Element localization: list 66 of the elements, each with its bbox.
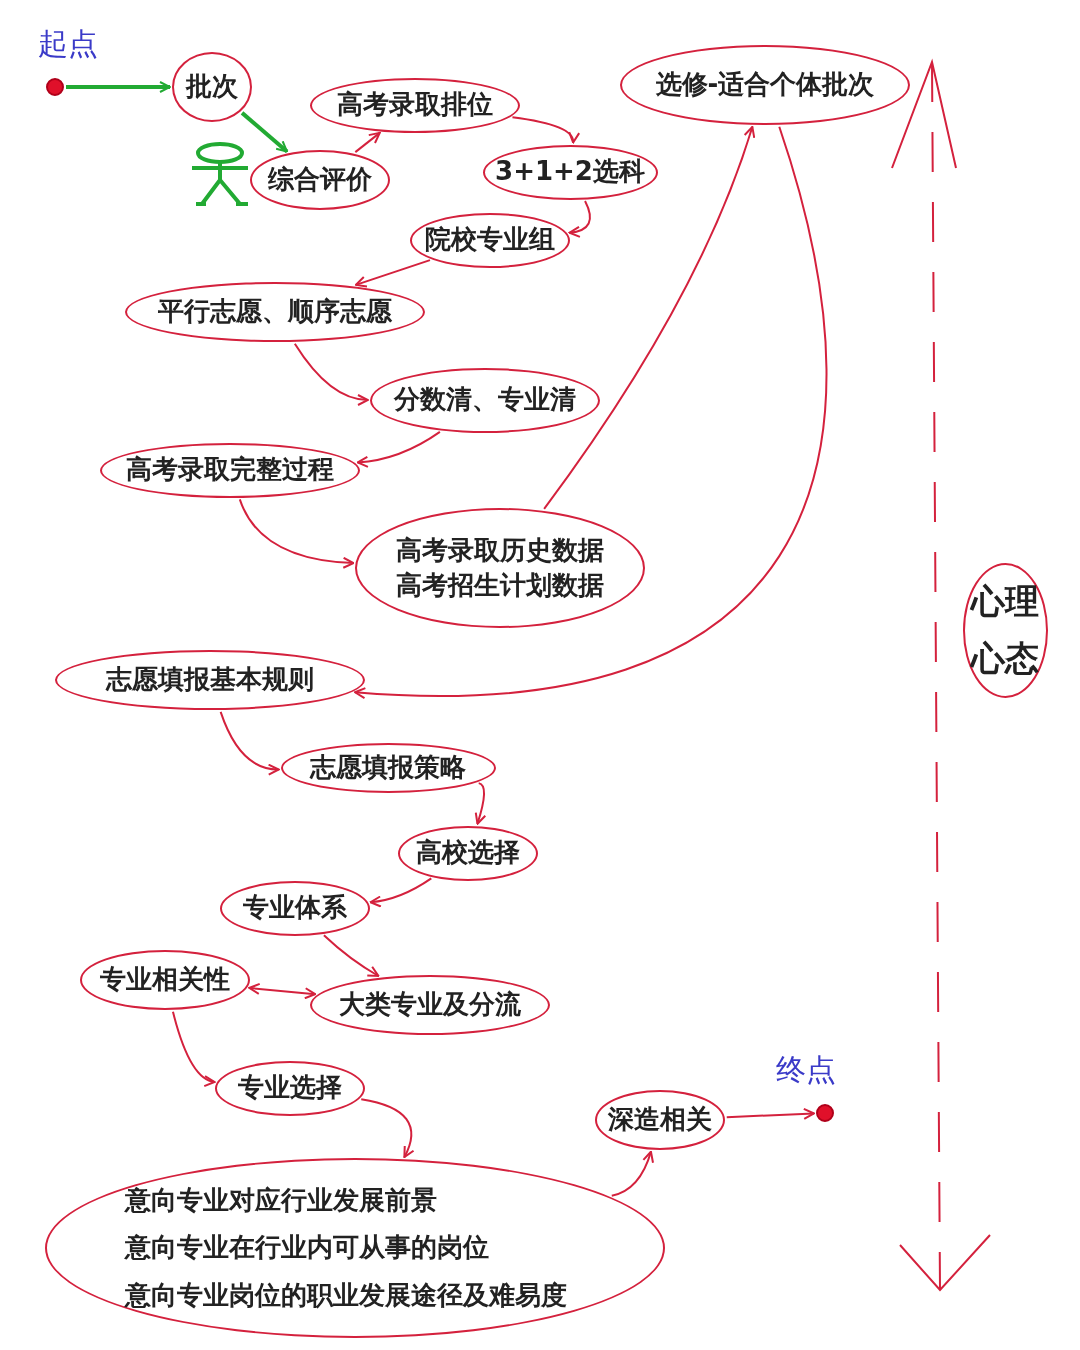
- node-text: 院校专业组: [425, 224, 555, 256]
- arrow: [354, 131, 381, 154]
- node-text: 心态: [971, 638, 1039, 679]
- ellipse-node: [215, 1060, 365, 1116]
- ellipse-node: [55, 650, 365, 710]
- arrow: [240, 111, 289, 154]
- node-text: 大类专业及分流: [339, 989, 521, 1021]
- node-text: 高考录取完整过程: [126, 454, 334, 486]
- arrow: [543, 125, 755, 510]
- arrow: [354, 259, 431, 288]
- node-text: 志愿填报基本规则: [106, 664, 314, 696]
- ellipse-node: [310, 77, 520, 133]
- ellipse-node: [620, 45, 910, 125]
- arrow: [293, 342, 369, 406]
- node-text: 意向专业在行业内可从事的岗位: [125, 1232, 489, 1264]
- node-text: 专业选择: [238, 1072, 342, 1104]
- node-text: 高考录取排位: [337, 89, 493, 121]
- ellipse-node: [398, 825, 538, 881]
- ellipse-node: [45, 1158, 665, 1338]
- arrow: [610, 1150, 654, 1197]
- arrow: [474, 782, 487, 825]
- ellipse-node: [172, 52, 252, 122]
- node-text: 选修-适合个体批次: [655, 69, 875, 101]
- arrow: [248, 982, 317, 1000]
- node-text: 高考招生计划数据: [396, 570, 604, 602]
- node-text: 分数清、专业清: [394, 384, 576, 416]
- ellipse-node: [310, 975, 550, 1035]
- arrow: [568, 200, 591, 238]
- node-text: 意向专业岗位的职业发展途径及难易度: [125, 1279, 567, 1311]
- ellipse-node: [410, 212, 570, 268]
- ellipse-node: [355, 508, 645, 628]
- ellipse-node: [100, 442, 360, 498]
- arrow: [66, 81, 171, 93]
- ellipse-node: [250, 150, 390, 210]
- ellipse-node: [370, 367, 600, 433]
- node-text: 3+1+2选科: [495, 156, 645, 188]
- node-text: 专业相关性: [100, 964, 230, 996]
- ellipse-node: [80, 950, 250, 1010]
- ellipse-node: [125, 282, 425, 342]
- arrow: [353, 125, 828, 699]
- ellipse-node: [482, 144, 658, 200]
- point-label: 起点: [38, 25, 98, 63]
- node-text: 高校选择: [416, 837, 520, 869]
- arrow: [369, 877, 433, 908]
- arrow: [725, 1107, 815, 1120]
- arrow: [360, 1098, 415, 1159]
- node-text: 平行志愿、顺序志愿: [158, 296, 392, 328]
- point-label: 终点: [776, 1051, 836, 1089]
- node-text: 志愿填报策略: [310, 752, 466, 784]
- node-text: 批次: [186, 71, 238, 103]
- node-text: 心理: [971, 581, 1039, 622]
- node-text: 综合评价: [268, 164, 372, 196]
- node-text: 专业体系: [243, 892, 347, 924]
- arrow: [219, 710, 280, 775]
- node-text: 深造相关: [608, 1104, 712, 1136]
- ellipse-node: [962, 562, 1048, 698]
- arrow: [322, 934, 380, 977]
- ellipse-node: [595, 1090, 725, 1150]
- arrow: [238, 498, 355, 569]
- arrow: [511, 116, 579, 144]
- ellipse-node: [220, 880, 370, 936]
- node-text: 意向专业对应行业发展前景: [125, 1185, 437, 1217]
- node-text: 高考录取历史数据: [396, 534, 604, 566]
- arrow: [171, 1010, 216, 1086]
- ellipse-node: [280, 743, 496, 793]
- arrow: [356, 430, 441, 468]
